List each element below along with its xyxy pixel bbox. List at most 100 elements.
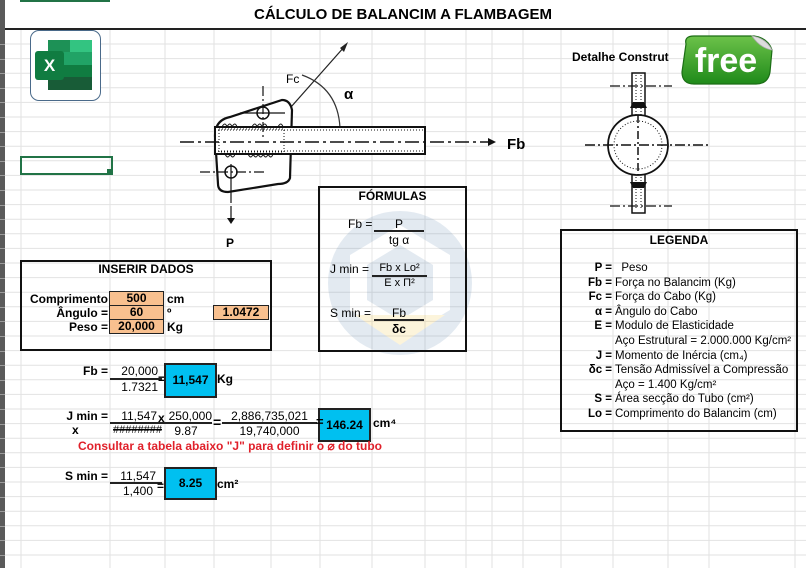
calc-jmin-den3: 19,740,000	[239, 424, 300, 438]
row-header-divider	[0, 146, 5, 148]
row-header-divider	[0, 452, 5, 454]
comprimento-label: Comprimento =	[30, 292, 108, 320]
input-data-title: INSERIR DADOS	[98, 262, 194, 276]
jmin-result[interactable]: 146.24	[318, 408, 371, 442]
comprimento-input[interactable]: 500	[109, 291, 164, 306]
row-header-divider	[0, 496, 5, 498]
legend-key: Fc =	[588, 291, 612, 304]
legend-key: Fb =	[588, 276, 612, 289]
excel-app-icon[interactable]: X	[30, 30, 101, 101]
row-header-divider	[0, 190, 5, 191]
legend-text: Força no Balancim (Kg)	[615, 276, 736, 289]
angulo-unit: º	[167, 306, 172, 320]
row-header-divider	[0, 263, 5, 264]
arrow-p-icon	[227, 218, 235, 224]
row-header-divider	[0, 204, 5, 206]
peso-input[interactable]: 20,000	[109, 319, 164, 334]
page-title: CÁLCULO DE BALANCIM A FLAMBAGEM	[253, 6, 553, 23]
legend-text: Força do Cabo (Kg)	[615, 291, 716, 304]
row-header-divider	[0, 482, 5, 483]
calc-jmin-eq: =	[213, 414, 222, 430]
legend-text: Área secção do Tubo (cm²)	[615, 393, 754, 406]
row-header-divider	[0, 379, 5, 381]
legend-key: S =	[594, 393, 612, 406]
formula-smin-lhs: S min =	[330, 306, 372, 320]
comprimento-unit: cm	[167, 292, 185, 306]
arrow-fb-icon	[488, 138, 496, 146]
legend-text: Momento de Inércia (cm₄)	[615, 349, 748, 362]
row-header-divider	[0, 73, 5, 75]
row-header-divider	[0, 58, 5, 60]
calc-smin-eq: =	[157, 479, 165, 493]
input-data-box	[20, 260, 272, 351]
calc-jmin-num1: 11,547	[121, 409, 157, 423]
legend-text: Tensão Admissível a Compressão	[615, 364, 789, 377]
legend-key: P =	[594, 262, 612, 274]
calc-fb-lhs: Fb =	[82, 364, 108, 378]
calc-fb-num: 20,000	[121, 364, 158, 378]
calc-smin-den: 1,400	[122, 484, 153, 498]
formula-smin-den: δc	[392, 322, 406, 336]
calc-jmin-den1: ########	[113, 424, 162, 436]
row-header-divider	[0, 117, 5, 118]
calc-smin-line	[110, 482, 162, 484]
legend-text: Peso	[615, 262, 648, 274]
calc-smin-lhs: S min =	[64, 469, 108, 483]
formula-fb-num: P	[394, 217, 403, 231]
row-header-divider	[0, 102, 5, 104]
row-header-divider	[0, 87, 5, 89]
legend-text: Aço Estrutural = 2.000.000 Kg/cm²	[615, 335, 792, 347]
formula-fb-line	[374, 230, 424, 232]
p-label: P	[226, 236, 235, 250]
smin-result[interactable]: 8.25	[164, 467, 217, 500]
row-header-divider	[0, 423, 5, 425]
row-header-divider	[0, 131, 5, 133]
row-header-divider	[0, 277, 5, 279]
fill-handle[interactable]	[107, 169, 112, 174]
formula-jmin-num: Fb x Lo²	[379, 262, 420, 274]
row-header-divider	[0, 540, 5, 542]
calc-fb-unit: Kg	[217, 372, 233, 386]
legend-text: Ângulo do Cabo	[615, 305, 698, 318]
calc-smin-num: 11,547	[120, 469, 156, 483]
row-header-divider	[0, 44, 5, 45]
angulo-radians-cell[interactable]: 1.0472	[213, 305, 269, 320]
peso-label: Peso =	[68, 320, 108, 334]
row-header-divider	[0, 306, 5, 308]
fb-label: Fb	[507, 136, 526, 153]
row-header-divider	[0, 511, 5, 513]
legend-key: α =	[595, 305, 612, 318]
row-header-divider	[0, 321, 5, 323]
calc-jmin-eq2: =	[316, 414, 324, 429]
legend-text: Aço = 1.400 Kg/cm²	[615, 378, 717, 391]
formula-smin-num: Fb	[391, 306, 406, 320]
row-header-divider	[0, 175, 5, 177]
legend-key: E =	[594, 320, 612, 333]
row-header-strip[interactable]	[0, 0, 5, 568]
legend-title: LEGENDA	[649, 233, 709, 247]
legend-text: Comprimento do Balancim (cm)	[615, 408, 777, 420]
row-header-divider	[0, 467, 5, 469]
fc-label: Fc	[286, 72, 300, 86]
warning-text: Consultar a tabela abaixo "J" para defin…	[78, 439, 382, 453]
angulo-input[interactable]: 60	[109, 305, 164, 320]
row-header-divider	[0, 350, 5, 352]
balancim-diagram	[180, 42, 496, 224]
excel-icon: X	[35, 40, 92, 90]
svg-text:X: X	[44, 56, 56, 75]
formula-fb-den: tg α	[388, 233, 410, 247]
detail-diagram	[585, 72, 708, 214]
row-header-divider	[0, 160, 5, 162]
selected-cell[interactable]	[20, 156, 113, 175]
row-header-divider	[0, 394, 5, 396]
row-header-divider	[0, 292, 5, 294]
svg-text:free: free	[695, 42, 757, 80]
arrow-fc-icon	[340, 42, 348, 52]
formula-smin-line	[374, 319, 424, 321]
calc-jmin-lhs: J min =	[66, 409, 108, 423]
angulo-label: Ângulo =	[56, 306, 108, 320]
legend-key: J =	[595, 349, 612, 362]
row-header-divider	[0, 409, 5, 410]
legend-key: Lo =	[588, 408, 612, 420]
fb-result[interactable]: 11,547	[164, 363, 217, 398]
